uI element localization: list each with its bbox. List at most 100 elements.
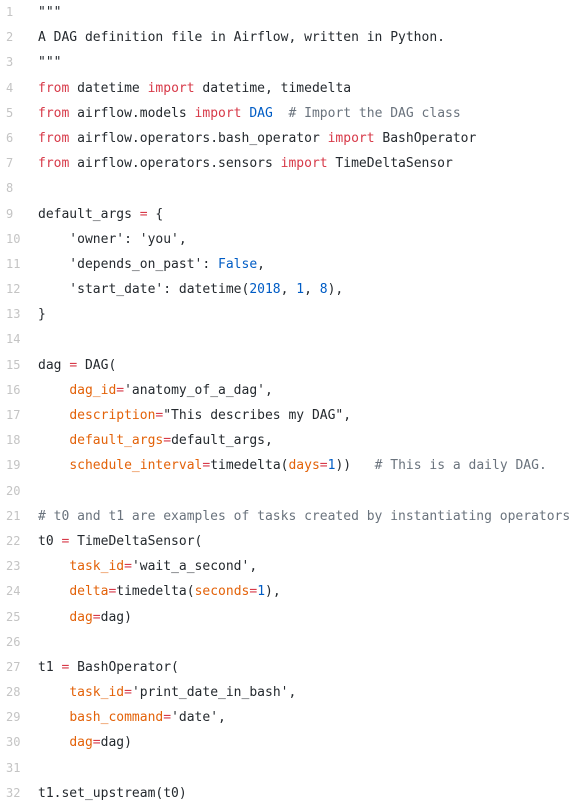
code-line: 16 dag_id='anatomy_of_a_dag',: [0, 378, 586, 403]
code-token: =: [69, 357, 78, 373]
code-text: bash_command='date',: [38, 705, 226, 730]
code-line: 31: [0, 756, 586, 781]
line-number: 31: [6, 760, 21, 775]
line-number: 22: [6, 533, 21, 548]
code-text: description="This describes my DAG",: [38, 403, 351, 428]
code-token: =: [92, 609, 101, 625]
code-token: ,: [280, 282, 297, 298]
code-token: datetime, timedelta: [194, 80, 352, 96]
code-text: 'owner': 'you',: [38, 227, 187, 252]
code-text: t1.set_upstream(t0): [38, 781, 187, 806]
code-line: 9 default_args = {: [0, 202, 586, 227]
code-token: import: [327, 130, 375, 146]
code-line: 18 default_args=default_args,: [0, 428, 586, 453]
code-token: delta: [69, 584, 109, 600]
code-line: 13}: [0, 302, 586, 327]
code-line: 11 'depends_on_past': False,: [0, 252, 586, 277]
code-token: 'owner': 'you',: [38, 231, 187, 247]
code-token: t0: [38, 533, 62, 549]
code-line: 21# t0 and t1 are examples of tasks crea…: [0, 504, 586, 529]
code-text: dag=dag): [38, 730, 132, 755]
code-token: bash_command: [69, 710, 164, 726]
code-token: DAG(: [77, 357, 117, 373]
code-token: task_id: [69, 685, 125, 701]
code-token: 'print_date_in_bash',: [131, 685, 297, 701]
code-token: 1: [327, 458, 336, 474]
code-text: task_id='print_date_in_bash',: [38, 680, 296, 705]
code-token: =: [249, 584, 258, 600]
code-token: [38, 610, 69, 625]
code-line: 12 'start_date': datetime(2018, 1, 8),: [0, 277, 586, 302]
code-line: 8: [0, 176, 586, 201]
code-text: delta=timedelta(seconds=1),: [38, 579, 280, 604]
code-token: BashOperator: [374, 130, 477, 146]
code-token: [38, 710, 69, 725]
line-number: 10: [6, 231, 21, 246]
code-token: """: [38, 55, 62, 71]
code-token: description: [69, 408, 156, 423]
code-token: 8: [319, 282, 328, 298]
code-token: ,: [304, 282, 320, 298]
code-token: [38, 584, 69, 599]
code-token: =: [124, 685, 132, 701]
code-line: 20: [0, 479, 586, 504]
code-token: [38, 383, 69, 398]
code-token: =: [92, 735, 101, 751]
code-token: BashOperator(: [69, 659, 179, 675]
code-line: 29 bash_command='date',: [0, 705, 586, 730]
code-line: 22 t0 = TimeDeltaSensor(: [0, 529, 586, 554]
line-number: 27: [6, 659, 21, 674]
code-text: dag = DAG(: [38, 353, 116, 378]
code-line: 26: [0, 630, 586, 655]
line-number: 29: [6, 710, 21, 725]
line-number: 17: [6, 408, 21, 422]
code-token: 'wait_a_second',: [131, 559, 258, 575]
code-token: "This describes my DAG",: [163, 408, 352, 423]
line-number: 9: [6, 206, 14, 221]
code-token: 2018: [249, 282, 281, 298]
code-token: timedelta(: [210, 458, 289, 474]
code-token: [273, 106, 289, 121]
code-token: airflow.operators.bash_operator: [69, 130, 328, 146]
code-line: 30 dag=dag): [0, 730, 586, 755]
code-token: [38, 433, 69, 448]
code-token: }: [38, 307, 46, 323]
code-text: t0 = TimeDeltaSensor(: [38, 529, 202, 554]
line-number: 4: [6, 80, 14, 95]
code-text: dag_id='anatomy_of_a_dag',: [38, 378, 273, 403]
code-token: # t0 and t1 are examples of tasks create…: [38, 508, 571, 524]
code-token: import: [280, 156, 328, 172]
line-number: 20: [6, 483, 21, 498]
code-line: 7 from airflow.operators.sensors import T…: [0, 151, 586, 176]
line-number: 25: [6, 609, 21, 624]
line-number: 12: [6, 282, 21, 297]
code-token: =: [108, 584, 117, 600]
code-token: =: [61, 533, 70, 549]
line-number: 32: [6, 785, 21, 800]
code-token: 'depends_on_past':: [38, 256, 219, 272]
line-number: 30: [6, 735, 21, 750]
code-token: schedule_interval: [69, 458, 203, 474]
line-number: 5: [6, 105, 14, 120]
code-token: import: [147, 80, 195, 96]
code-line: 23 task_id='wait_a_second',: [0, 554, 586, 579]
line-number: 7: [6, 156, 14, 171]
line-number: 19: [6, 458, 21, 473]
code-text: default_args = {: [38, 202, 163, 227]
code-token: ,: [257, 256, 265, 272]
line-number: 3: [6, 55, 14, 70]
code-token: =: [155, 408, 164, 423]
code-token: airflow.models: [69, 105, 195, 121]
code-token: ),: [327, 282, 344, 298]
code-line: 3 """: [0, 50, 586, 75]
code-text: from airflow.operators.bash_operator imp…: [38, 126, 476, 151]
code-text: from airflow.operators.sensors import Ti…: [38, 151, 453, 176]
line-number: 13: [6, 307, 21, 322]
code-token: =: [61, 659, 70, 675]
code-token: dag): [100, 609, 132, 625]
code-token: t1.set_upstream(t0): [38, 785, 187, 801]
code-token: )): [335, 458, 375, 474]
